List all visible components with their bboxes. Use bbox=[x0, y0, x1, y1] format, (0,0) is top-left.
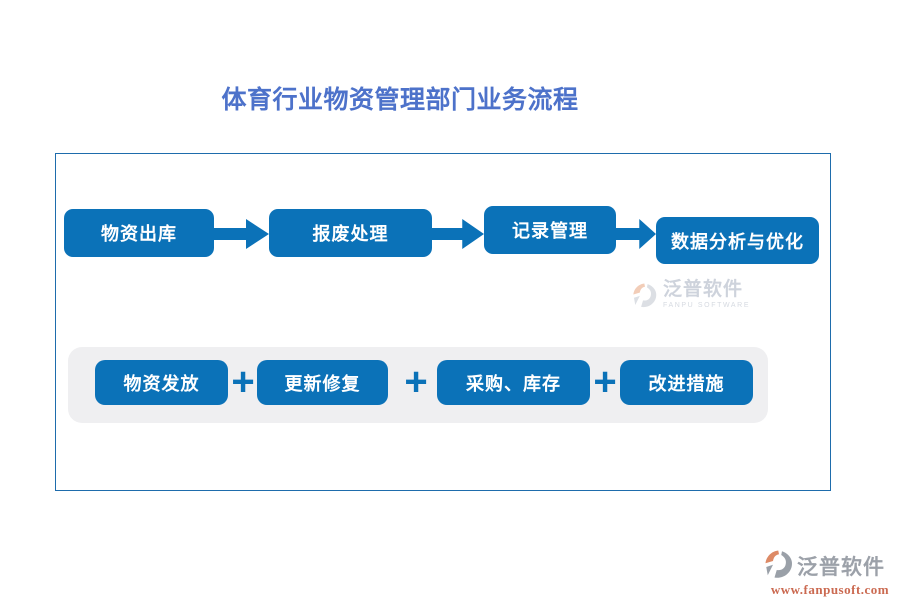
flow-step-material-outbound: 物资出库 bbox=[64, 209, 214, 257]
footer-logo: 泛普软件 www.fanpusoft.com bbox=[764, 549, 896, 598]
footer-brand-text: 泛普软件 bbox=[797, 555, 885, 579]
watermark-brand-text: 泛普软件 bbox=[663, 279, 744, 300]
plus-icon: + bbox=[593, 360, 617, 404]
flow-step-record-management: 记录管理 bbox=[484, 206, 616, 254]
plus-icon: + bbox=[231, 360, 255, 404]
fanpu-logo-icon bbox=[765, 550, 793, 578]
flow-step-scrap-handling: 报废处理 bbox=[269, 209, 432, 257]
footer-logo-row: 泛普软件 bbox=[764, 549, 896, 582]
watermark-subtitle-text: FANPU SOFTWARE bbox=[663, 302, 751, 309]
plus-icon: + bbox=[404, 360, 428, 404]
arrow-right-icon bbox=[616, 219, 656, 249]
footer-url-text: www.fanpusoft.com bbox=[770, 582, 890, 597]
flow-step-data-analysis-optimization: 数据分析与优化 bbox=[656, 217, 819, 264]
page-title: 体育行业物资管理部门业务流程 bbox=[221, 87, 579, 114]
arrow-right-icon bbox=[432, 219, 484, 249]
bottom-group-panel: 物资发放 + 更新修复 + 采购、库存 + 改进措施 bbox=[68, 347, 768, 423]
fanpu-logo-icon bbox=[633, 283, 657, 308]
diagram-frame: 物资出库 报废处理 记录管理 数据分析与优化 泛普软件 FANPU SOFTWA… bbox=[55, 153, 831, 491]
watermark-text-block: 泛普软件 FANPU SOFTWARE bbox=[663, 279, 751, 310]
flow-step-update-repair: 更新修复 bbox=[257, 360, 388, 405]
arrow-right-icon bbox=[214, 219, 269, 249]
flow-step-procurement-inventory: 采购、库存 bbox=[437, 360, 590, 405]
watermark-logo: 泛普软件 FANPU SOFTWARE bbox=[632, 280, 750, 311]
flow-step-improvement-measures: 改进措施 bbox=[620, 360, 753, 405]
flow-step-material-distribution: 物资发放 bbox=[95, 360, 228, 405]
